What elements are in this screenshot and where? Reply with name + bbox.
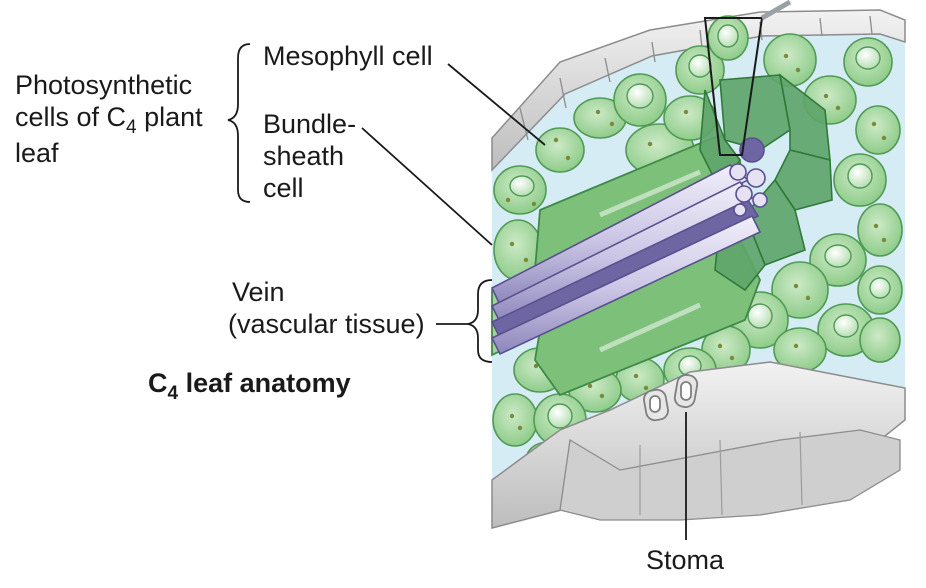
wedge-pointer [760, 0, 792, 21]
stoma-label: Stoma [646, 545, 725, 575]
photosynthetic-cells-bracket [227, 43, 251, 203]
diagram-title: C4 leaf anatomy [148, 368, 351, 404]
bundle-sheath-line1: Bundle- [263, 109, 357, 139]
bundle-sheath-leader-line [361, 127, 493, 246]
lower-epidermis [491, 361, 906, 529]
title-suffix: leaf anatomy [178, 368, 351, 398]
vein-label: Vein (vascular tissue) [228, 276, 425, 340]
bundle-sheath-line3: cell [263, 173, 304, 203]
line2-prefix: cells of C [15, 102, 127, 132]
chloroplast-dots [505, 53, 887, 461]
highlight-wedge [703, 17, 764, 156]
vein-vascular-tissue [490, 137, 768, 356]
vein-line2: (vascular tissue) [228, 309, 425, 339]
photosynthetic-cells-label: Photosynthetic cells of C4 plant leaf [15, 69, 203, 169]
mesophyll-cell-label: Mesophyll cell [263, 41, 433, 71]
vein-line1: Vein [232, 277, 285, 307]
vein-bracket [467, 279, 493, 363]
bundle-sheath-line2: sheath [263, 141, 345, 171]
photosynthetic-cells-line3: leaf [15, 138, 59, 168]
mesophyll-nuclei [509, 24, 891, 429]
photosynthetic-cells-line1: Photosynthetic [15, 70, 193, 100]
title-subscript: 4 [167, 383, 179, 404]
line2-subscript: 4 [126, 117, 137, 138]
photosynthetic-cells-line2: cells of C4 plant [15, 101, 203, 138]
bundle-sheath-cells [699, 73, 833, 292]
title-prefix: C [148, 368, 168, 398]
line2-suffix: plant [136, 102, 203, 132]
stoma-guard-cells [643, 374, 699, 422]
mesophyll-leader-line [447, 63, 546, 146]
bundle-sheath-cell-label: Bundle- sheath cell [263, 108, 356, 204]
